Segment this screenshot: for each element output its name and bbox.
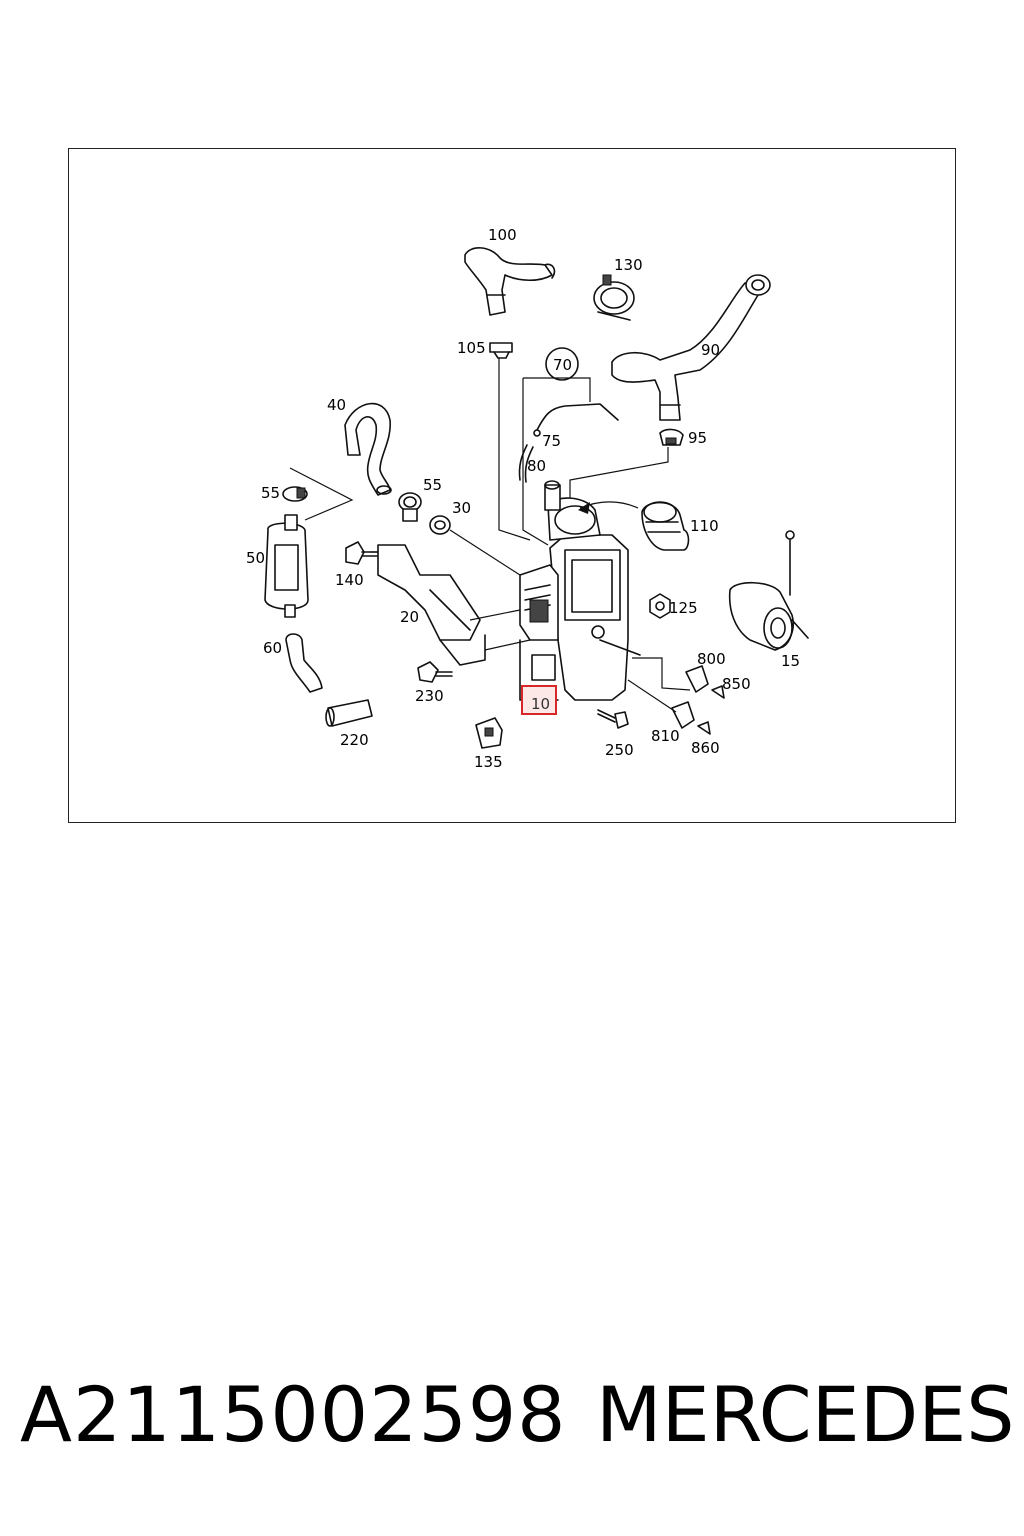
part-90-hose[interactable]	[611, 274, 771, 421]
callout-15: 15	[781, 652, 800, 670]
callout-40: 40	[327, 396, 346, 414]
part-55-clamp-left[interactable]	[282, 486, 308, 502]
part-100-hose[interactable]	[464, 247, 556, 316]
callout-circle-70	[545, 347, 579, 381]
callout-10: 10	[531, 695, 550, 713]
callout-55-right: 55	[423, 476, 442, 494]
callout-30: 30	[452, 499, 471, 517]
callout-860: 860	[691, 739, 720, 757]
callout-850: 850	[722, 675, 751, 693]
part-105-clamp[interactable]	[489, 342, 513, 359]
footer: A2115002598 MERCEDES	[0, 1370, 1024, 1470]
part-230-bolt[interactable]	[417, 661, 453, 683]
part-850-seal[interactable]	[711, 685, 725, 699]
callout-250: 250	[605, 741, 634, 759]
callout-95: 95	[688, 429, 707, 447]
part-140-bolt[interactable]	[345, 541, 379, 565]
part-75-fuel-line[interactable]	[533, 403, 619, 437]
part-135-connector[interactable]	[475, 717, 503, 749]
part-50-silencer[interactable]	[264, 514, 309, 618]
part-130-clamp[interactable]	[593, 274, 635, 321]
callout-220: 220	[340, 731, 369, 749]
part-250-screw[interactable]	[597, 709, 629, 729]
highlight-box-10	[521, 685, 557, 715]
callout-50: 50	[246, 549, 265, 567]
callout-140: 140	[335, 571, 364, 589]
callout-110: 110	[690, 517, 719, 535]
callout-70: 70	[553, 356, 572, 374]
callout-75: 75	[542, 432, 561, 450]
callout-135: 135	[474, 753, 503, 771]
callout-800: 800	[697, 650, 726, 668]
callout-105: 105	[457, 339, 486, 357]
callout-60: 60	[263, 639, 282, 657]
callout-130: 130	[614, 256, 643, 274]
part-60-hose[interactable]	[285, 633, 323, 693]
part-15-pump[interactable]	[728, 530, 809, 651]
callout-230: 230	[415, 687, 444, 705]
part-110-elbow[interactable]	[641, 501, 690, 551]
callout-100: 100	[488, 226, 517, 244]
part-10-heater-unit[interactable]	[519, 480, 641, 701]
callout-20: 20	[400, 608, 419, 626]
part-20-bracket[interactable]	[377, 544, 486, 666]
part-800-connector[interactable]	[685, 665, 709, 693]
part-30-ring[interactable]	[429, 515, 451, 535]
part-95-clamp[interactable]	[659, 428, 684, 446]
part-220-sleeve[interactable]	[325, 699, 373, 727]
part-810-connector[interactable]	[671, 701, 695, 729]
part-860-seal[interactable]	[697, 721, 711, 735]
callout-90: 90	[701, 341, 720, 359]
part-number: A2115002598	[20, 1370, 567, 1459]
diagram-frame	[68, 148, 956, 823]
callout-80: 80	[527, 457, 546, 475]
brand-name: MERCEDES	[596, 1370, 1015, 1459]
part-55-clamp-right[interactable]	[398, 492, 422, 522]
callout-125: 125	[669, 599, 698, 617]
callout-55-left: 55	[261, 484, 280, 502]
part-40-hose[interactable]	[344, 402, 392, 496]
part-125-nut[interactable]	[649, 593, 671, 619]
part-80-hose[interactable]	[518, 444, 534, 483]
callout-810: 810	[651, 727, 680, 745]
